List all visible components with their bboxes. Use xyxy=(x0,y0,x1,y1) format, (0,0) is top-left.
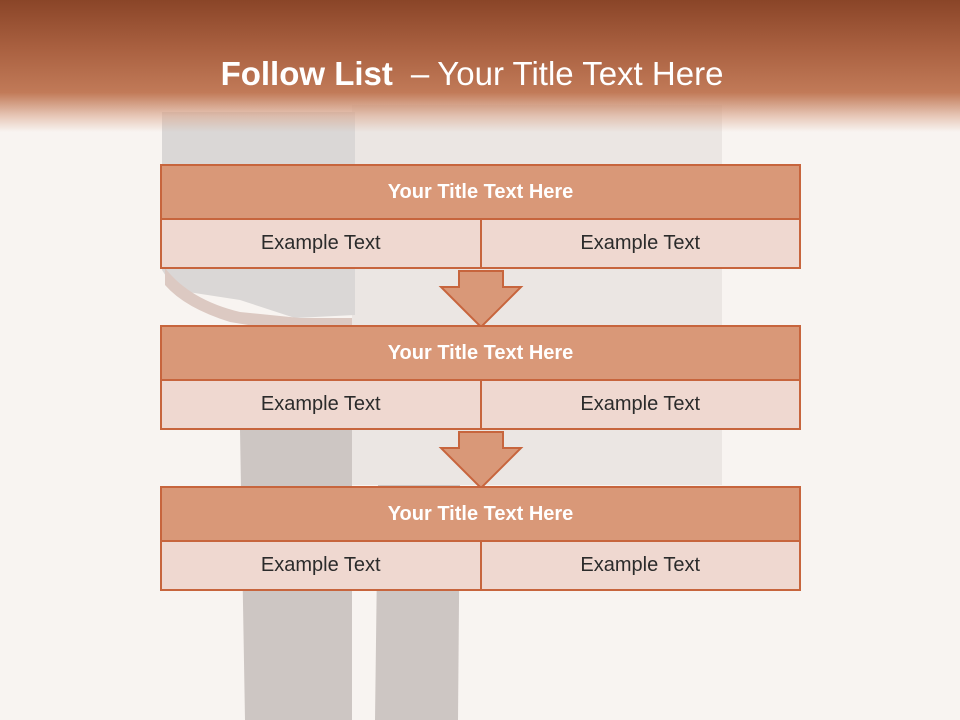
block-2-right-cell: Example Text xyxy=(481,381,801,430)
list-block-3: Your Title Text Here Example Text Exampl… xyxy=(160,486,801,591)
block-3-left-cell: Example Text xyxy=(160,542,482,591)
slide-title-bold: Follow List xyxy=(220,55,393,92)
block-1-right-cell: Example Text xyxy=(481,220,801,269)
list-block-2: Your Title Text Here Example Text Exampl… xyxy=(160,325,801,430)
slide-title-rest: Your Title Text Here xyxy=(437,55,724,92)
block-1-left-cell: Example Text xyxy=(160,220,482,269)
block-3-row: Example Text Example Text xyxy=(160,542,801,591)
slide-title: Follow List–Your Title Text Here xyxy=(0,52,944,96)
block-3-right-cell: Example Text xyxy=(481,542,801,591)
down-arrow-icon xyxy=(438,431,524,490)
down-arrow-icon xyxy=(438,270,524,329)
block-2-left-cell: Example Text xyxy=(160,381,482,430)
header-band xyxy=(0,0,960,132)
block-3-title: Your Title Text Here xyxy=(160,486,801,542)
slide-title-dash: – xyxy=(410,55,430,92)
block-2-title: Your Title Text Here xyxy=(160,325,801,381)
block-1-row: Example Text Example Text xyxy=(160,220,801,269)
block-2-row: Example Text Example Text xyxy=(160,381,801,430)
list-block-1: Your Title Text Here Example Text Exampl… xyxy=(160,164,801,269)
block-1-title: Your Title Text Here xyxy=(160,164,801,220)
